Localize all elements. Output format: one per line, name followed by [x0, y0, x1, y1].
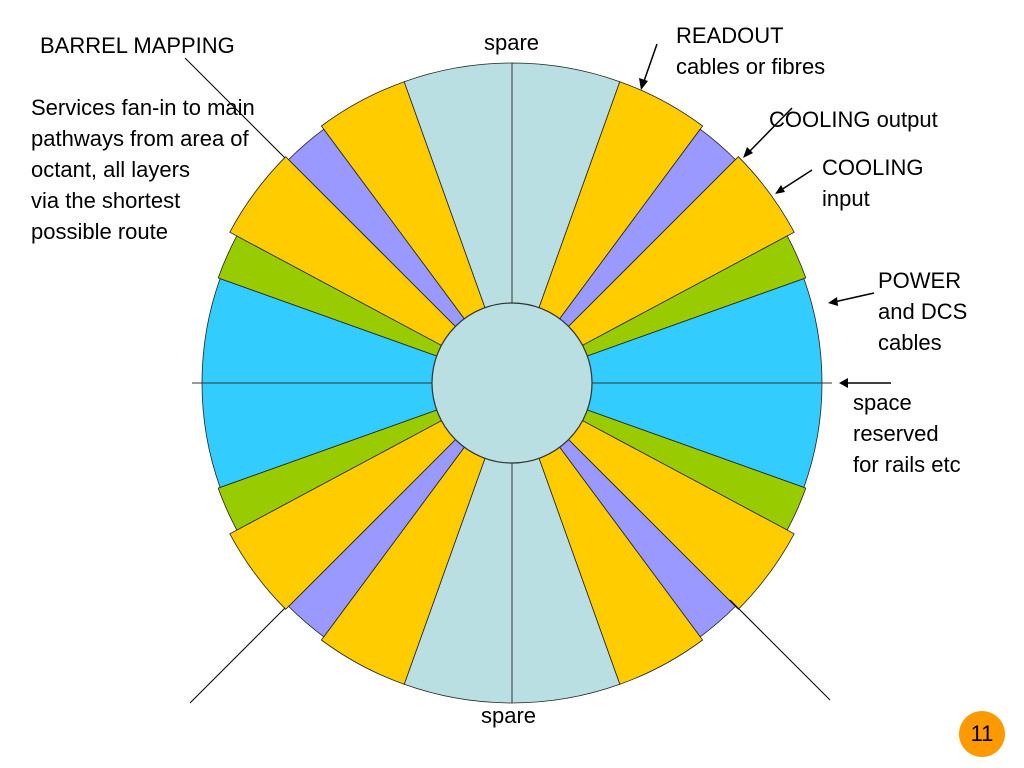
power-dcs-label: POWER and DCS cables	[878, 268, 968, 355]
rails-space-label: space reserved for rails etc	[853, 390, 961, 477]
space-arrowhead	[839, 378, 848, 388]
octant-divider-left-lower	[189, 607, 286, 704]
octant-divider-left	[184, 57, 286, 159]
spare-label-top: spare	[484, 30, 540, 55]
octant-divider-right	[729, 599, 831, 701]
cooling-output-label: COOLING output	[769, 107, 938, 132]
readout-arrow	[642, 43, 658, 85]
central-core	[431, 302, 593, 464]
cooling-input-arrowhead	[775, 185, 785, 194]
cooling-output-arrow	[747, 107, 793, 154]
diagram-title: BARREL MAPPING	[40, 33, 235, 58]
readout-label: READOUT cables or fibres	[676, 23, 826, 79]
cooling-output-arrowhead	[743, 147, 753, 158]
cooling-input-arrow	[780, 169, 813, 191]
power-arrowhead	[828, 297, 838, 306]
power-arrow	[833, 292, 875, 303]
services-description: Services fan-in to main pathways from ar…	[31, 95, 255, 244]
readout-arrowhead	[639, 78, 648, 90]
sector-wedges	[201, 62, 823, 704]
spare-label-bottom: spare	[481, 703, 537, 728]
page-number-badge: 11	[959, 711, 1005, 757]
cooling-input-label: COOLING input	[822, 155, 924, 211]
